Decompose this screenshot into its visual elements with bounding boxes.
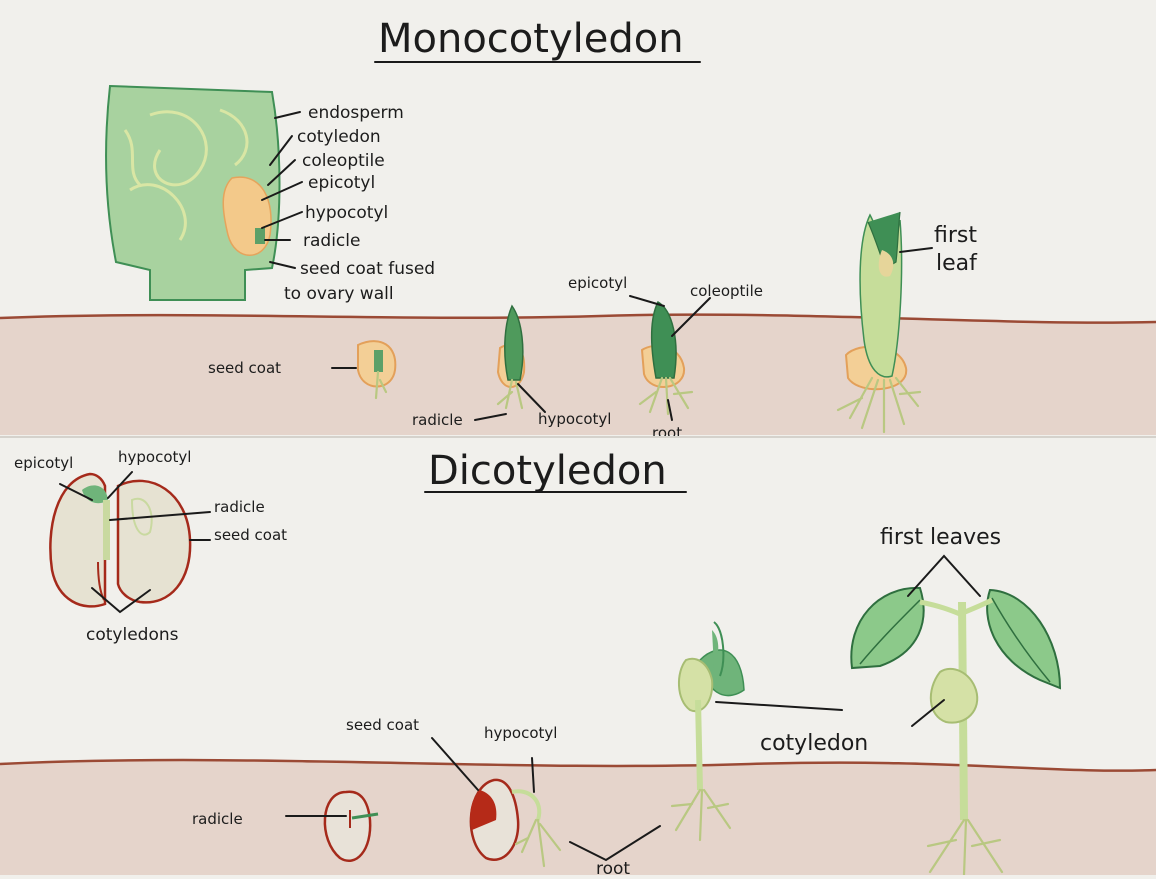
mono-label-epicotyl: epicotyl xyxy=(308,173,375,193)
mono-label-radicle: radicle xyxy=(303,231,360,251)
mono-label-coleoptile: coleoptile xyxy=(302,151,385,171)
mono-stage-label-epicotyl: epicotyl xyxy=(568,274,627,292)
mono-label-seed-coat-1: seed coat fused xyxy=(300,259,435,279)
dicot-label-seed-coat: seed coat xyxy=(214,526,287,544)
mono-stage-label-seed-coat: seed coat xyxy=(208,359,281,377)
dicot-title: Dicotyledon xyxy=(428,448,667,494)
dicot-section: Dicotyledon epicotyl hypocotyl radicle s… xyxy=(0,448,1156,875)
dicot-stage-label-hypocotyl: hypocotyl xyxy=(484,724,557,742)
mono-seed-cross-section xyxy=(106,86,279,300)
dicot-label-epicotyl: epicotyl xyxy=(14,454,73,472)
dicot-label-radicle: radicle xyxy=(214,498,265,516)
dicot-soil-band xyxy=(0,760,1156,875)
dicot-label-cotyledons: cotyledons xyxy=(86,625,179,645)
dicot-stage-label-first-leaves: first leaves xyxy=(880,525,1001,550)
mono-stage-label-radicle: radicle xyxy=(412,411,463,429)
mono-stage-label-hypocotyl: hypocotyl xyxy=(538,410,611,428)
mono-label-hypocotyl: hypocotyl xyxy=(305,203,388,223)
dicot-label-hypocotyl: hypocotyl xyxy=(118,448,191,466)
dicot-seed-cross-section xyxy=(50,474,190,606)
mono-stage-label-first-leaf-1: first xyxy=(934,223,977,248)
dicot-stage-label-cotyledon: cotyledon xyxy=(760,731,868,756)
dicot-stage-label-seed-coat: seed coat xyxy=(346,716,419,734)
mono-title: Monocotyledon xyxy=(378,16,684,62)
mono-label-cotyledon: cotyledon xyxy=(297,127,381,147)
mono-label-endosperm: endosperm xyxy=(308,103,404,123)
mono-label-seed-coat-2: to ovary wall xyxy=(284,284,394,304)
dicot-stage-label-radicle: radicle xyxy=(192,810,243,828)
dicot-stage-label-root: root xyxy=(596,859,630,875)
mono-section: Monocotyledon endosperm cotyledon coleop… xyxy=(0,16,1156,442)
mono-stage-label-first-leaf-2: leaf xyxy=(936,251,978,276)
mono-stage-label-coleoptile: coleoptile xyxy=(690,282,763,300)
mono-stage-label-root: root xyxy=(652,424,682,442)
